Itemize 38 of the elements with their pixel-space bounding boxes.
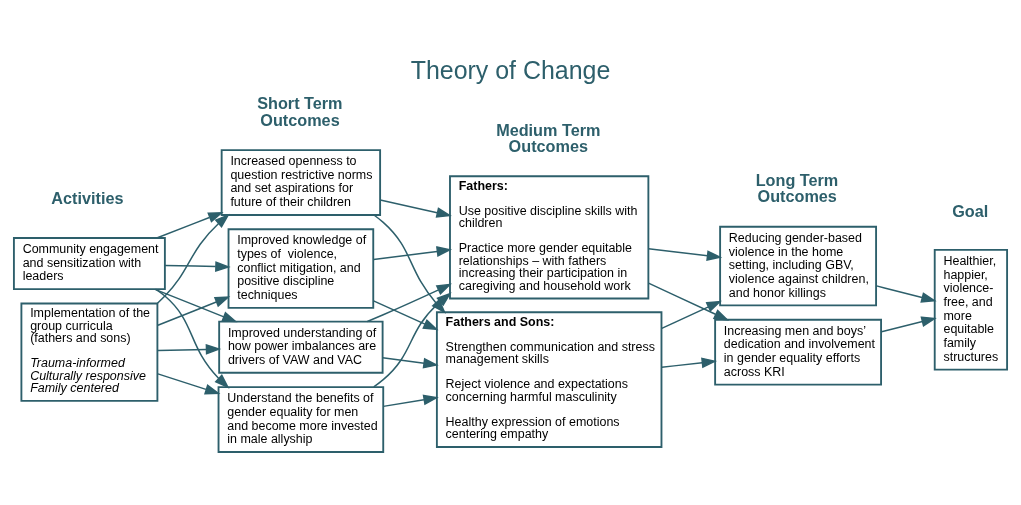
node-box: Reducing gender-based violence in the home setting, including GBV, violence against children, and honor killings [719, 225, 877, 306]
node-box: Community engagement and sensitization with leaders [12, 236, 166, 290]
arrow [157, 372, 221, 394]
arrow [661, 356, 718, 368]
node-box: Understand the benefits of gender equality for men and become more invested in male allyship [217, 385, 385, 453]
label: Medium Term Outcomes [496, 120, 601, 155]
arrow [157, 343, 222, 355]
node-box: Increased openness to question restrictive norms and set aspirations for future of their children [220, 148, 382, 216]
arrow [373, 291, 452, 388]
label: Short Term Outcomes [257, 93, 343, 129]
label: Activities [51, 188, 124, 207]
node-box: Improved understanding of how power imbalances are drivers of VAW and VAC [218, 320, 384, 374]
node-box: Fathers and Sons: Strengthen communication and stress management skills Reject violence and expectations concerning harmful masculinity Healthy expression of emotions centering empathy [435, 310, 663, 448]
diagram-title: Theory of Change [410, 55, 611, 84]
arrow [372, 245, 453, 260]
arrow [156, 211, 224, 239]
arrow [647, 281, 730, 321]
arrow [164, 260, 231, 272]
arrow [372, 299, 439, 330]
arrow [366, 283, 452, 322]
arrow [875, 284, 937, 303]
arrow [381, 356, 439, 369]
arrow [382, 394, 439, 407]
arrow [880, 315, 937, 332]
arrow [157, 295, 231, 326]
arrow [661, 300, 722, 329]
node-box: Healthier, happier, violence-free, and more equitable family structures [933, 248, 1009, 371]
node-box: Increasing men and boys’ dedication and involvement in gender equality efforts across KRI [714, 318, 882, 386]
node-box: Fathers: Use positive discipline skills with children Practice more gender equitable relationships – with fathers increasing their participation in caregiving and household work [449, 174, 650, 299]
arrow [155, 288, 230, 389]
label: Long Term Outcomes [755, 170, 839, 205]
arrow [156, 213, 230, 304]
arrow [379, 198, 452, 218]
arrow [647, 247, 723, 261]
node-box: Implementation of the group curricula (fathers and sons) Trauma-informed Culturally responsive Family centered [20, 302, 159, 402]
arrow [154, 288, 238, 322]
label: Goal [952, 201, 989, 220]
node-box: Improved knowledge of types of violence, conflict mitigation, and positive discipline techniques [227, 227, 375, 309]
